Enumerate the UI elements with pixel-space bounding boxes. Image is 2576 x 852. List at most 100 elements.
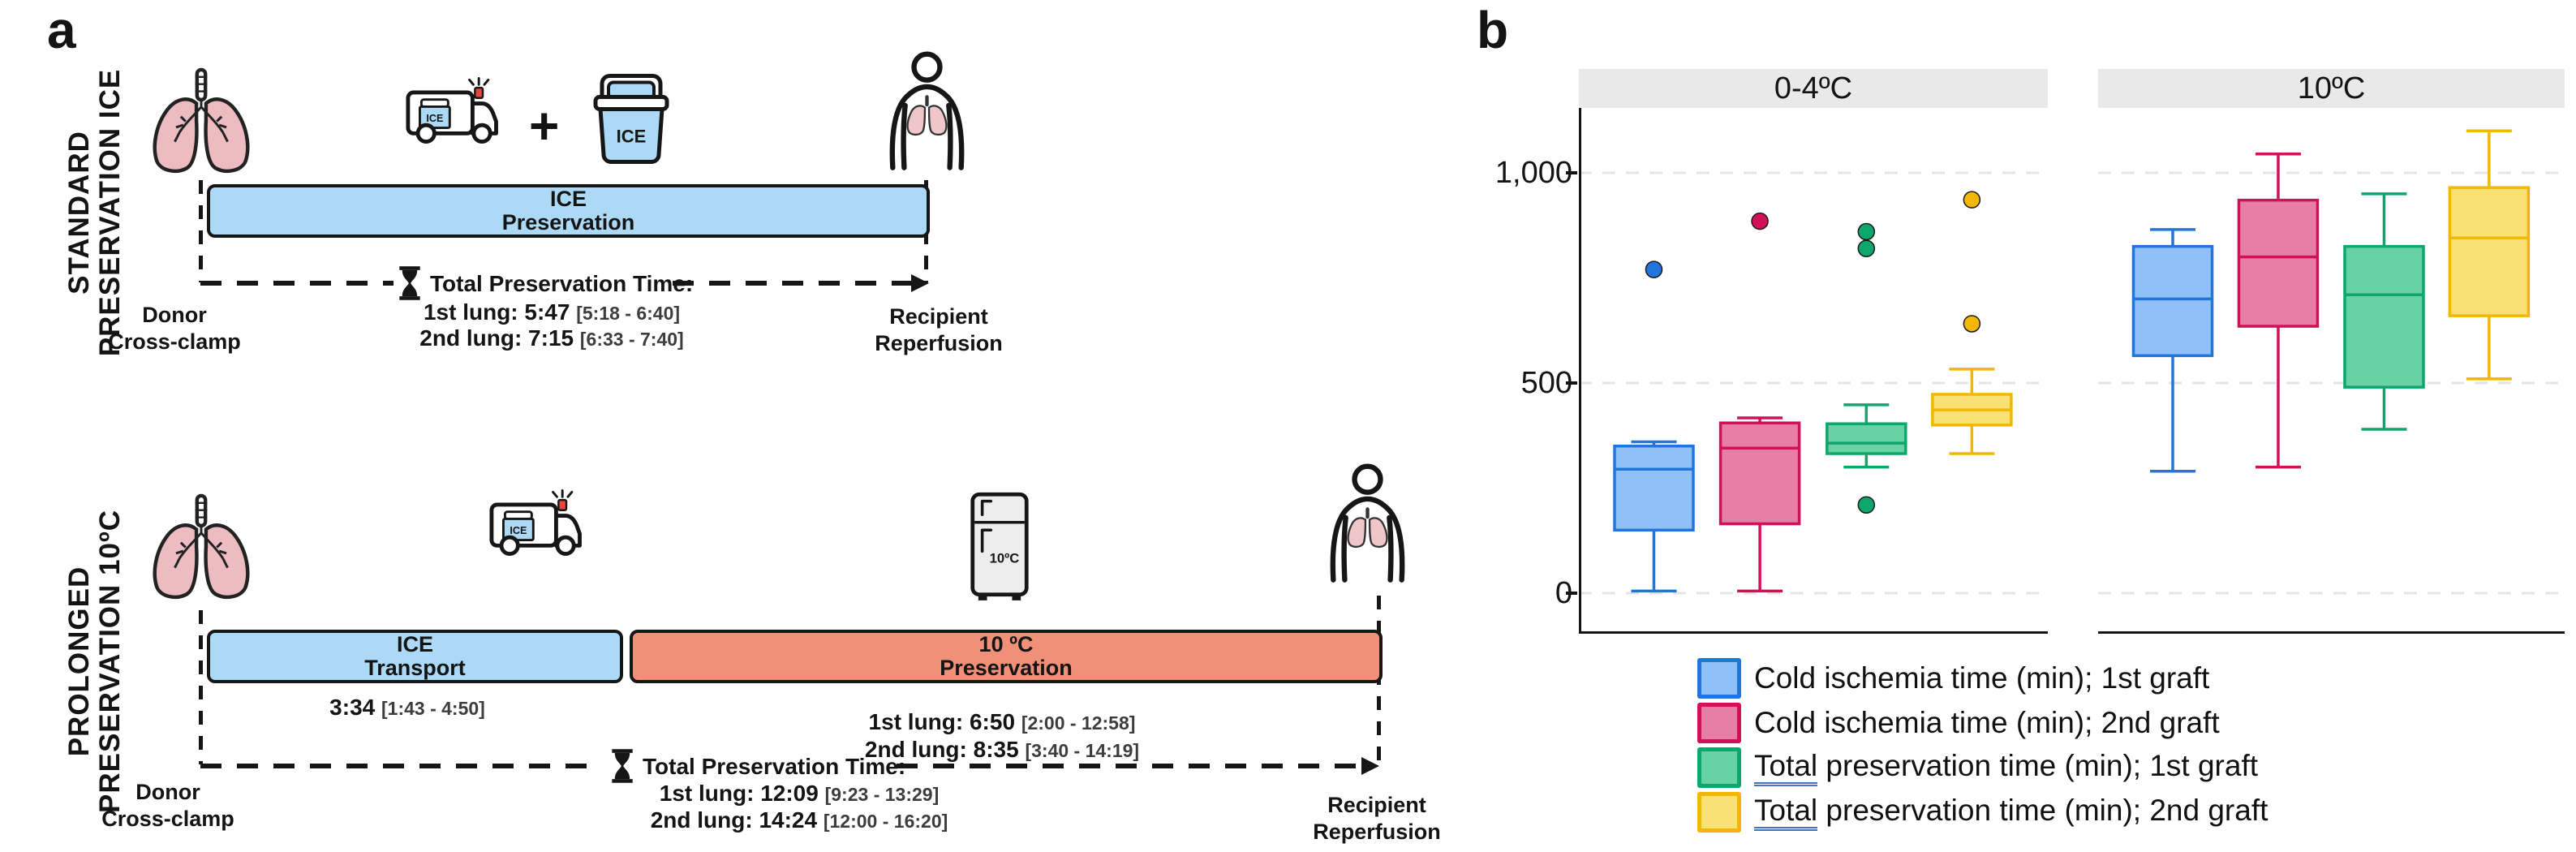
box-yellow — [1931, 191, 2013, 455]
y-tick-label-1000: 1,000 — [1494, 156, 1572, 190]
legend-item-tpt-2nd: Total preservation time (min); 2nd graft — [1697, 792, 2269, 833]
fridge-icon: 10ºC — [969, 485, 1030, 613]
prolonged-side-label-line1: PROLONGED — [63, 566, 95, 757]
iqr-box — [2131, 244, 2214, 358]
total-time-line1: 1st lung: 5:47 [5:18 - 6:40] — [410, 299, 694, 325]
box-blue — [1613, 260, 1695, 593]
ice-preservation-bar-line1: ICE — [549, 187, 587, 211]
iqr-box — [2343, 244, 2425, 389]
iqr-box — [1718, 421, 1801, 526]
total-time-line1: 1st lung: 12:09 [9:23 - 13:29] — [649, 781, 949, 807]
y-tick-label-500: 500 — [1520, 366, 1572, 400]
prolonged-side-label-line2: PRESERVATION 10ºC — [94, 509, 126, 814]
temp-preservation-bar: 10 ºC Preservation — [630, 630, 1383, 683]
facet-strip-0-4C: 0-4ºC — [1579, 69, 2048, 108]
recipient-label-line2: Reperfusion — [875, 331, 1003, 355]
ice-transport-bar-line1: ICE — [396, 632, 433, 656]
legend-label: preservation time (min); 1st graft — [1817, 749, 2258, 783]
box-blue — [2131, 228, 2214, 473]
timeline-dash-right — [673, 281, 913, 286]
donor-crossclamp-label: Donor Cross-clamp — [87, 779, 249, 833]
timeline-arrowhead — [911, 274, 929, 292]
total-time-line1-range: [5:18 - 6:40] — [576, 303, 681, 324]
legend-label: Cold ischemia time (min); 2nd graft — [1754, 706, 2220, 739]
legend-item-cit-2nd: Cold ischemia time (min); 2nd graft — [1697, 703, 2268, 743]
prolonged-side-label: PROLONGED PRESERVATION 10ºC — [63, 509, 126, 814]
recipient-person-icon — [1321, 454, 1414, 596]
ambulance-box-label: ICE — [426, 113, 443, 124]
legend-swatch-yellow — [1697, 792, 1741, 833]
legend-item-cit-1st: Cold ischemia time (min); 1st graft — [1697, 658, 2268, 699]
y-tick-mark — [1566, 171, 1577, 174]
outlier-dot — [1857, 496, 1876, 514]
recipient-label-line1: Recipient — [889, 304, 988, 329]
temp-stat-line1: 1st lung: 6:50 [2:00 - 12:58] — [852, 709, 1152, 735]
ice-cooler-icon: ICE — [591, 71, 672, 171]
ice-preservation-bar-line2: Preservation — [501, 210, 635, 235]
box-pink — [1718, 212, 1801, 593]
legend-swatch-blue — [1697, 658, 1741, 699]
donor-label-line1: Donor — [142, 303, 207, 327]
legend-label: Cold ischemia time (min); 1st graft — [1754, 661, 2210, 695]
box-green — [1826, 222, 1907, 514]
temp-stat-line1-value: 1st lung: 6:50 — [868, 709, 1016, 734]
ice-transport-stat-range: [1:43 - 4:50] — [381, 698, 485, 719]
temp-preservation-bar-line1: 10 ºC — [978, 632, 1034, 656]
plus-icon: + — [529, 97, 560, 155]
lungs-icon — [135, 493, 268, 613]
iqr-box — [2448, 186, 2531, 317]
outlier-dot — [1963, 315, 1981, 333]
donor-timeline-connector — [199, 180, 203, 282]
ambulance-icon: ICE — [489, 485, 593, 577]
total-time-line1-range: [9:23 - 13:29] — [824, 784, 940, 805]
y-tick-mark — [1566, 592, 1577, 595]
boxplot-facet-0-4C — [1579, 108, 2048, 634]
fridge-label: 10ºC — [990, 551, 1020, 566]
ice-transport-stat-value: 3:34 — [329, 695, 376, 720]
box-yellow — [2448, 129, 2531, 381]
temp-stat-line1-range: [2:00 - 12:58] — [1021, 712, 1136, 734]
outlier-dot — [1645, 260, 1663, 278]
timeline-dash-left — [200, 764, 602, 768]
ambulance-box-label: ICE — [510, 525, 527, 536]
y-tick-label-0: 0 — [1555, 576, 1572, 610]
total-time-line2: 2nd lung: 7:15 [6:33 - 7:40] — [410, 325, 694, 351]
recipient-label-line2: Reperfusion — [1313, 820, 1441, 844]
donor-crossclamp-label: Donor Cross-clamp — [93, 302, 256, 355]
standard-side-label-line1: STANDARD — [63, 131, 95, 295]
timeline-dash-left — [200, 281, 393, 286]
temp-stat-line2: 2nd lung: 8:35 [3:40 - 14:19] — [852, 737, 1152, 763]
legend-lead: Total — [1754, 750, 1818, 786]
total-time-line2-range: [6:33 - 7:40] — [579, 329, 684, 350]
ice-transport-stat: 3:34 [1:43 - 4:50] — [286, 695, 529, 721]
cooler-label: ICE — [617, 127, 647, 147]
total-time-line2: 2nd lung: 14:24 [12:00 - 16:20] — [649, 807, 949, 833]
donor-label-line2: Cross-clamp — [101, 807, 234, 831]
total-time-line2-range: [12:00 - 16:20] — [823, 811, 948, 832]
iqr-box — [2237, 198, 2320, 328]
ice-transport-bar: ICE Transport — [207, 630, 623, 683]
ice-preservation-bar: ICE Preservation — [207, 184, 930, 238]
donor-label-line2: Cross-clamp — [108, 329, 241, 354]
total-time-line1-value: 1st lung: 5:47 — [423, 299, 570, 325]
iqr-box — [1826, 422, 1907, 455]
lungs-icon — [135, 67, 268, 187]
box-pink — [2237, 152, 2320, 469]
temp-stat-line2-value: 2nd lung: 8:35 — [864, 737, 1019, 762]
temp-preservation-bar-line2: Preservation — [940, 656, 1073, 680]
panel-a-label: a — [47, 1, 76, 59]
y-tick-mark — [1566, 381, 1577, 385]
outlier-dot — [1751, 212, 1769, 230]
recipient-reperfusion-label: Recipient Reperfusion — [1292, 792, 1462, 846]
outlier-dot — [1857, 239, 1876, 257]
recipient-person-icon — [880, 42, 974, 184]
legend-label: preservation time (min); 2nd graft — [1817, 794, 2269, 828]
recipient-label-line1: Recipient — [1327, 793, 1426, 817]
legend-lead: Total — [1754, 794, 1818, 831]
box-green — [2343, 192, 2425, 431]
outlier-dot — [1857, 222, 1876, 241]
hourglass-icon — [398, 266, 422, 304]
boxplot-facet-10C — [2098, 129, 2565, 634]
total-preservation-title: Total Preservation Time: — [643, 754, 906, 779]
legend-swatch-pink — [1697, 703, 1741, 743]
